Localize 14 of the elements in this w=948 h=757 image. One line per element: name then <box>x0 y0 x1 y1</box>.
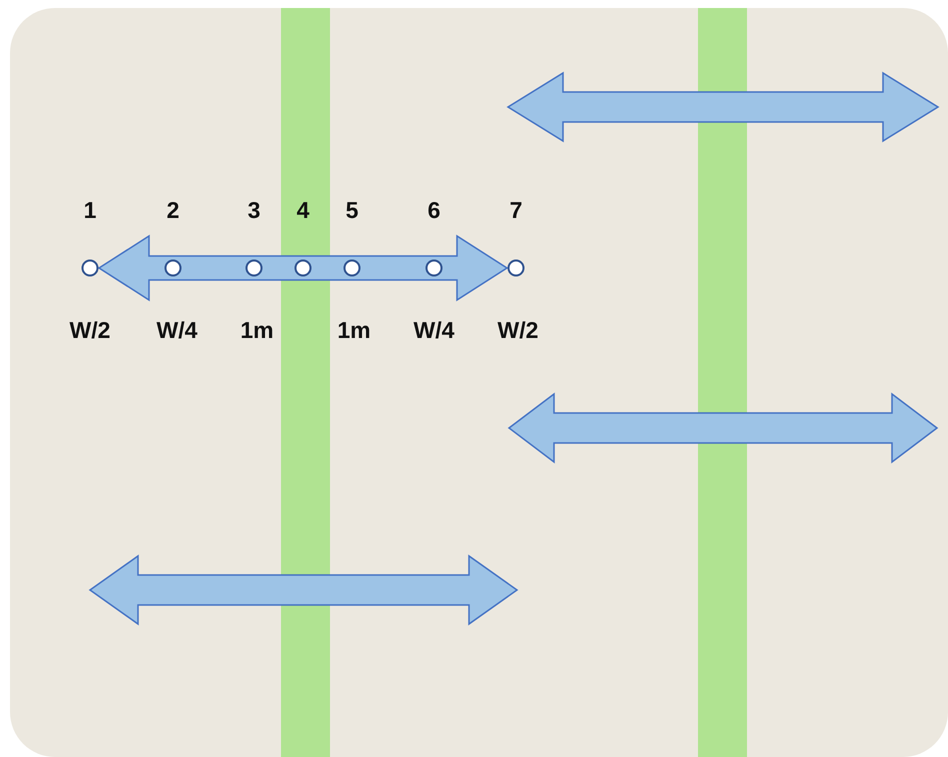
point-number: 2 <box>166 196 180 224</box>
point-number: 1 <box>82 196 98 224</box>
distance-label: 1m <box>337 316 371 344</box>
point-number: 4 <box>296 196 310 224</box>
distance-label: W/2 <box>70 316 110 344</box>
point-number: 7 <box>508 196 524 224</box>
transect-double-arrow <box>98 234 508 302</box>
distance-label: 1m <box>240 316 274 344</box>
distance-label: W/4 <box>414 316 454 344</box>
distance-label: W/4 <box>156 316 198 344</box>
point-number: 3 <box>246 196 262 224</box>
point-number: 6 <box>426 196 442 224</box>
distance-label: W/2 <box>498 316 538 344</box>
point-number: 5 <box>344 196 360 224</box>
